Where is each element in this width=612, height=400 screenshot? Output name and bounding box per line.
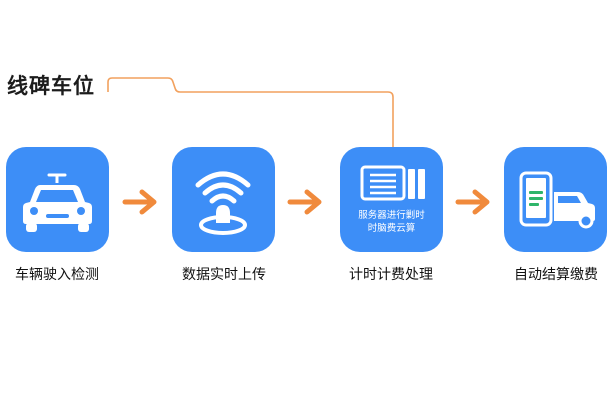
- phone-car-payment-icon: [519, 171, 595, 229]
- step-label-vehicle-detection: 车辆驶入检测: [15, 267, 99, 283]
- step-box-data-upload: [172, 147, 275, 252]
- server-icon: [360, 165, 425, 201]
- arrow-right-icon: [287, 189, 322, 215]
- diagram-title: 线碑车位: [7, 74, 95, 98]
- arrow-right-icon: [455, 189, 490, 215]
- signal-upload-icon: [195, 171, 251, 235]
- server-caption-line-1: 服务器进行剿时: [358, 210, 425, 221]
- step-label-billing: 计时计费处理: [349, 267, 433, 283]
- car-icon: [23, 173, 92, 232]
- step-label-auto-payment: 自动结算缴费: [514, 267, 598, 283]
- step-box-vehicle-detection: [6, 147, 109, 252]
- step-box-billing: 服务器进行剿时 时脑费云算: [340, 147, 443, 252]
- server-caption-line-2: 时脑费云算: [367, 223, 416, 234]
- step-label-data-upload: 数据实时上传: [182, 267, 266, 283]
- arrow-right-icon: [122, 189, 157, 215]
- step-box-auto-payment: [504, 147, 607, 252]
